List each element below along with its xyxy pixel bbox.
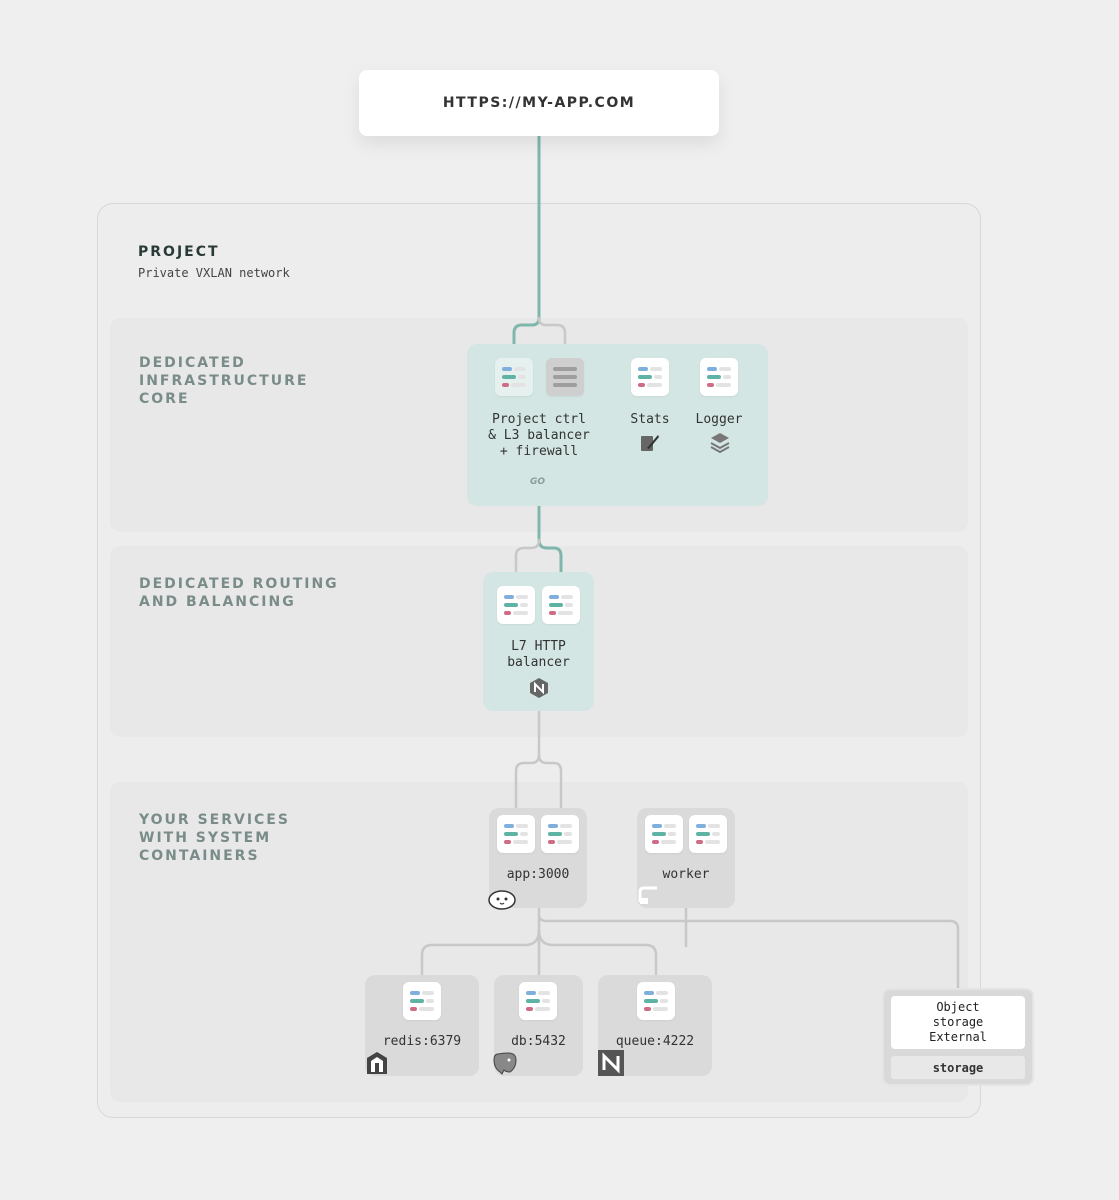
server-tile-worker-b <box>689 815 727 853</box>
quill-icon <box>641 435 659 451</box>
wire-ctrl-to-l7-gray <box>514 538 541 590</box>
queue-label: queue:4222 <box>615 1034 695 1049</box>
server-tile-queue <box>637 982 675 1020</box>
redis-label: redis:6379 <box>382 1034 462 1049</box>
object-storage-label: Object storage External <box>891 996 1025 1049</box>
postgres-icon <box>493 1052 517 1075</box>
bun-icon <box>488 890 516 910</box>
server-tile-l7-b <box>542 586 580 624</box>
wire-app-to-redis <box>420 928 541 987</box>
project-ctrl-label: Project ctrl & L3 balancer + firewall <box>488 412 590 459</box>
wire-l7-to-app-2 <box>537 753 563 817</box>
project-subtitle: Private VXLAN network <box>138 266 290 280</box>
url-node: HTTPS://MY-APP.COM <box>359 70 719 136</box>
redis-icon <box>367 1052 387 1074</box>
wire-l7-to-app <box>514 709 541 817</box>
storage-label: storage <box>891 1056 1025 1079</box>
l7-balancer-label: L7 HTTP balancer <box>507 639 570 670</box>
server-tile-app-b <box>541 815 579 853</box>
stats-label: Stats <box>630 412 670 427</box>
server-tile-worker-a <box>645 815 683 853</box>
wire-url-to-ctrl <box>512 134 541 362</box>
db-label: db:5432 <box>511 1034 566 1049</box>
server-tile-stats <box>631 358 669 396</box>
nginx-icon <box>530 678 548 698</box>
server-tile-db <box>519 982 557 1020</box>
nats-icon <box>598 1050 624 1076</box>
server-tile-redis <box>403 982 441 1020</box>
server-tile-app-a <box>497 815 535 853</box>
url-label: HTTPS://MY-APP.COM <box>442 95 636 111</box>
app-label: app:3000 <box>506 867 570 882</box>
server-tile-ctrl-standby <box>546 358 584 396</box>
scroll-icon <box>638 886 657 904</box>
server-tile-l7-a <box>497 586 535 624</box>
band-services-label: YOUR SERVICES WITH SYSTEM CONTAINERS <box>139 812 290 864</box>
layers-icon <box>710 433 730 454</box>
wire-app-to-queue <box>537 928 658 987</box>
logger-label: Logger <box>695 412 743 427</box>
band-infrastructure-label: DEDICATED INFRASTRUCTURE CORE <box>139 355 309 407</box>
wire-url-to-ctrl-gray <box>537 316 567 362</box>
wire-app-to-storage <box>537 913 960 994</box>
server-tile-logger <box>700 358 738 396</box>
server-tile-ctrl-primary <box>495 358 533 396</box>
worker-label: worker <box>662 867 710 882</box>
band-routing-label: DEDICATED ROUTING AND BALANCING <box>139 576 339 610</box>
project-title: PROJECT <box>138 244 220 260</box>
go-logo: GO <box>530 477 546 487</box>
